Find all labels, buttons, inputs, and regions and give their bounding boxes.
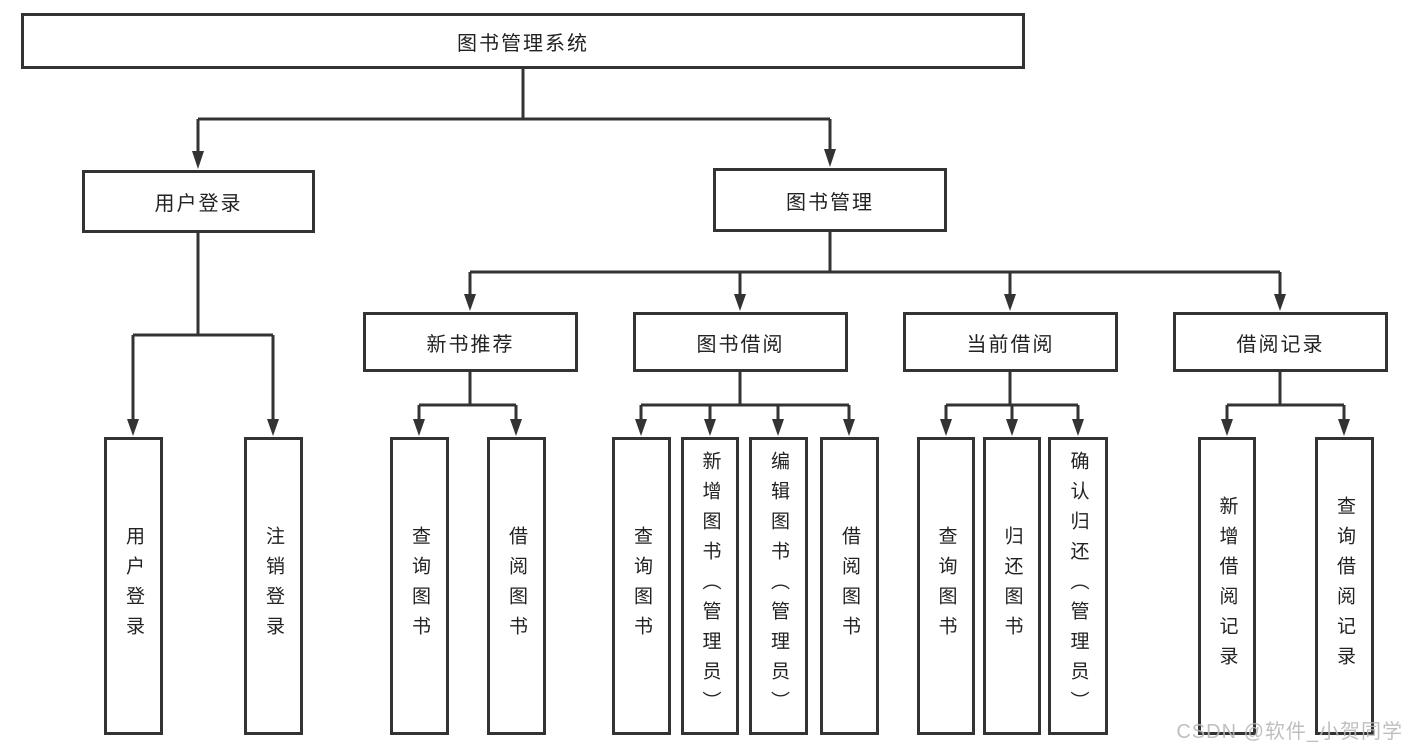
leaf-user-login: 用户登录 [104,437,163,735]
leaf-current-query-book: 查询图书 [917,437,975,735]
leaf-logout-login-label: 注销登录 [263,526,284,646]
leaf-current-query-book-label: 查询图书 [935,526,957,646]
node-borrow-records: 借阅记录 [1173,312,1388,372]
csdn-watermark: CSDN @软件_小贺同学 [1176,721,1403,743]
leaf-borrow-query-book-label: 查询图书 [631,526,652,646]
node-book-management-label: 图书管理 [786,191,874,214]
node-book-borrow-label: 图书借阅 [696,333,785,356]
node-book-management: 图书管理 [713,168,947,232]
node-current-borrow: 当前借阅 [903,312,1118,372]
node-root: 图书管理系统 [21,13,1025,69]
leaf-current-confirm-return-label: 确认归还（管理员） [1067,451,1089,721]
leaf-records-add-record-label: 新增借阅记录 [1216,496,1238,676]
node-current-borrow-label: 当前借阅 [966,333,1055,356]
leaf-recommend-query-book-label: 查询图书 [409,526,430,646]
leaf-user-login-label: 用户登录 [123,526,144,646]
leaf-borrow-query-book: 查询图书 [612,437,671,735]
leaf-recommend-borrow-book-label: 借阅图书 [506,526,527,646]
leaf-records-add-record: 新增借阅记录 [1198,437,1256,735]
leaf-borrow-edit-book: 编辑图书（管理员） [749,437,808,735]
leaf-borrow-add-book: 新增图书（管理员） [681,437,739,735]
leaf-borrow-edit-book-label: 编辑图书（管理员） [768,451,789,721]
node-user-login: 用户登录 [82,170,315,233]
leaf-borrow-borrow-book: 借阅图书 [820,437,879,735]
leaf-current-confirm-return: 确认归还（管理员） [1048,437,1108,735]
leaf-records-query-record-label: 查询借阅记录 [1334,496,1355,676]
leaf-recommend-query-book: 查询图书 [390,437,449,735]
leaf-current-return-book: 归还图书 [983,437,1041,735]
node-borrow-records-label: 借阅记录 [1236,333,1325,356]
leaf-logout-login: 注销登录 [244,437,303,735]
leaf-borrow-borrow-book-label: 借阅图书 [839,526,860,646]
node-root-label: 图书管理系统 [457,32,589,55]
leaf-recommend-borrow-book: 借阅图书 [487,437,546,735]
node-book-borrow: 图书借阅 [633,312,848,372]
leaf-current-return-book-label: 归还图书 [1001,526,1023,646]
node-new-book-recommend: 新书推荐 [363,312,578,372]
node-new-book-recommend-label: 新书推荐 [426,333,515,356]
leaf-borrow-add-book-label: 新增图书（管理员） [699,451,721,721]
node-user-login-label: 用户登录 [154,193,243,215]
leaf-records-query-record: 查询借阅记录 [1315,437,1374,735]
